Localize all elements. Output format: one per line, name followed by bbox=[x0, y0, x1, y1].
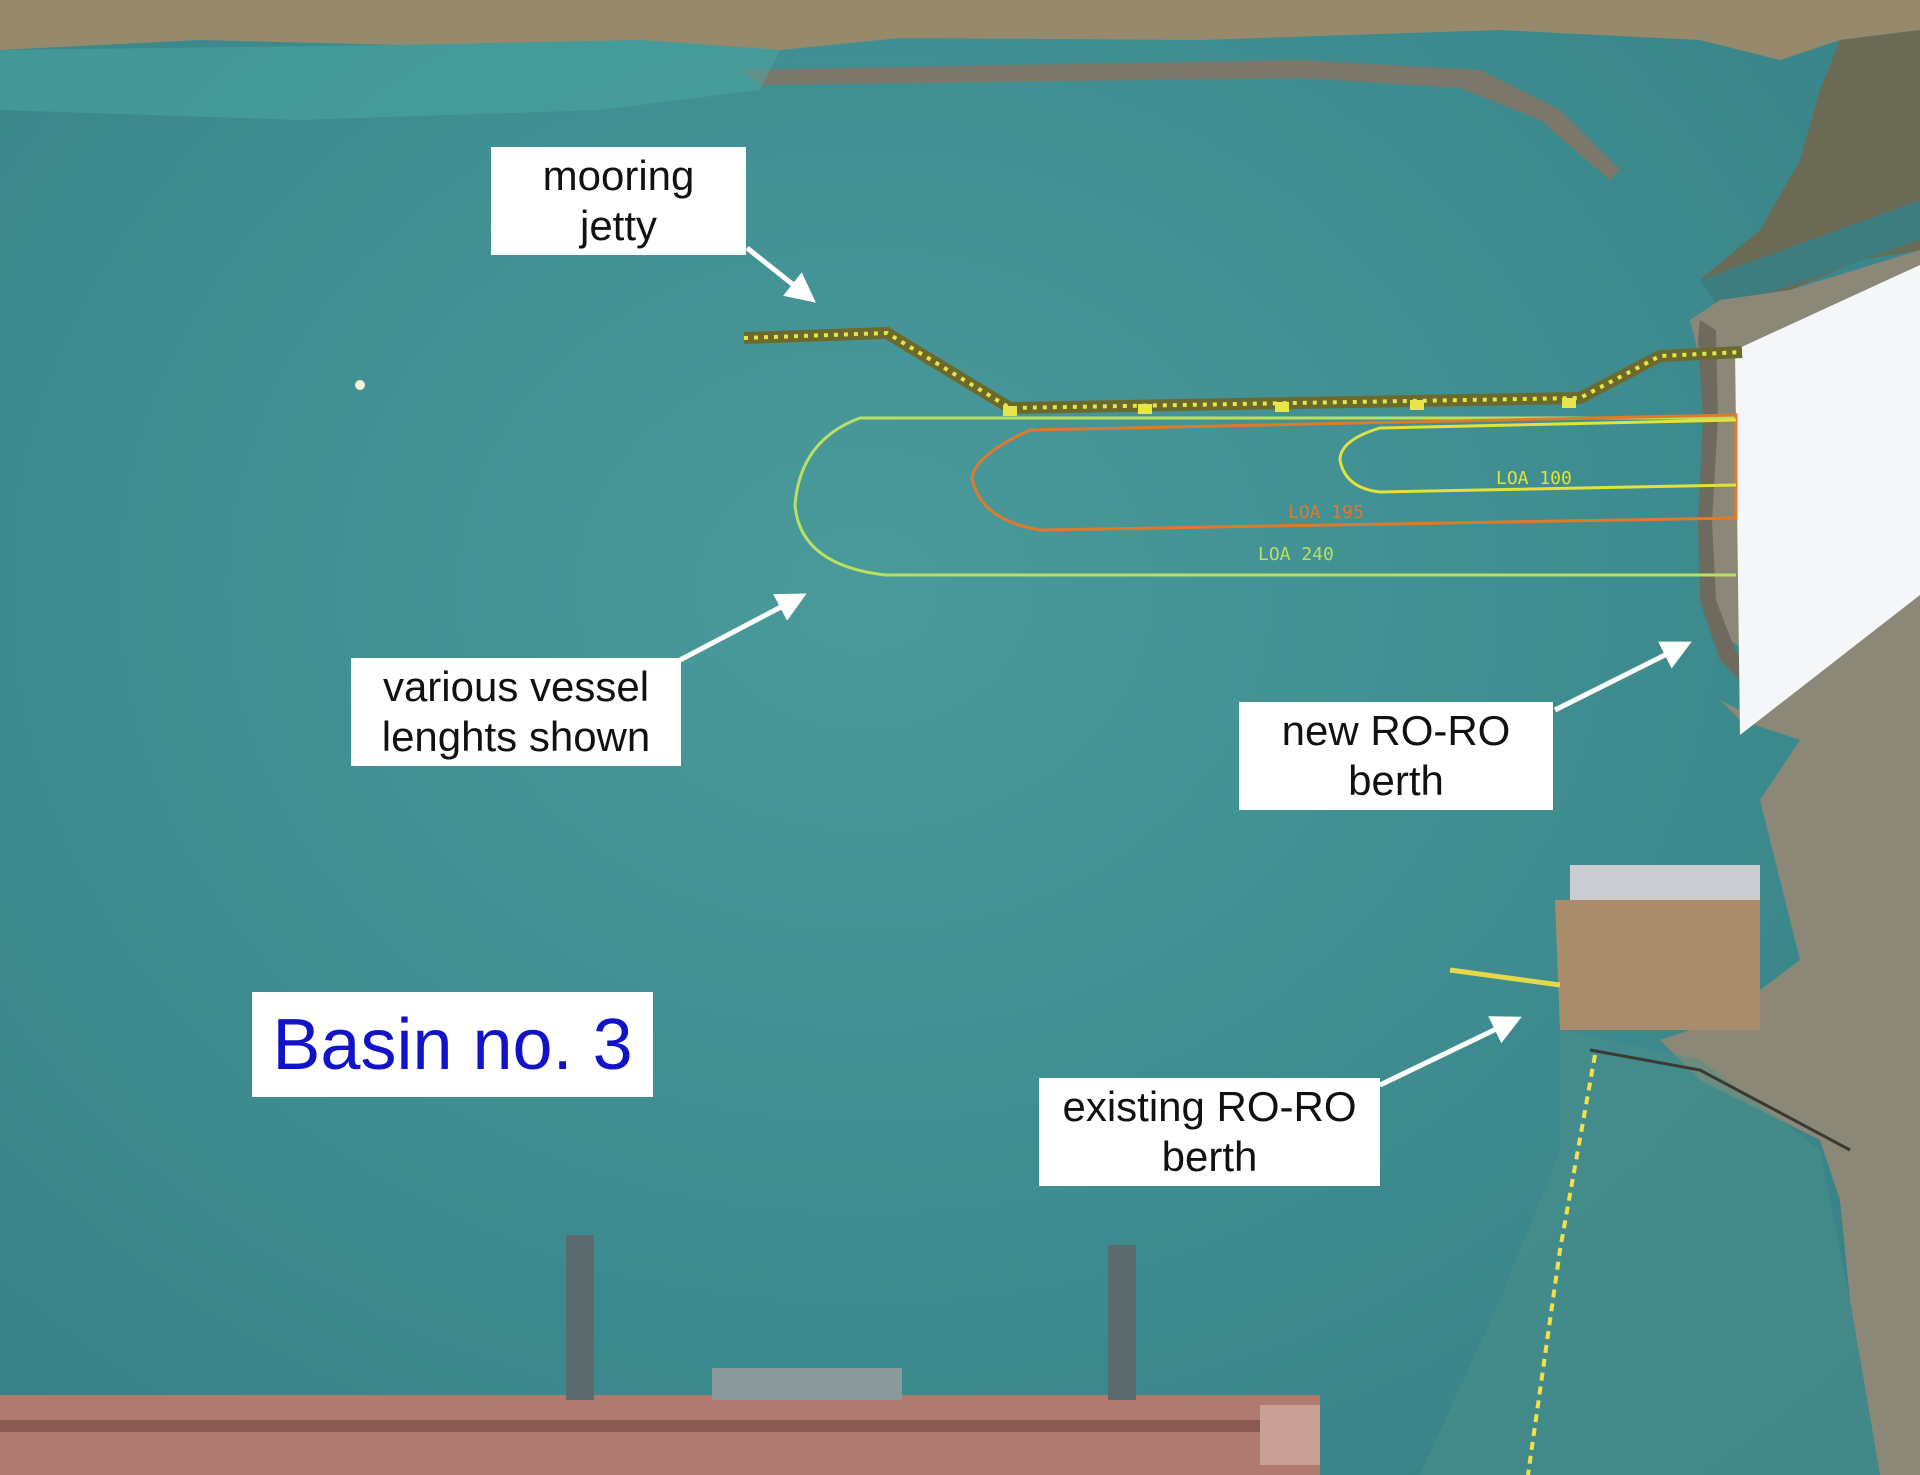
existing-roro-vessel bbox=[1570, 865, 1760, 900]
north-breakwater bbox=[740, 60, 1620, 180]
label-vessel-lengths: various vessel lenghts shown bbox=[351, 658, 681, 766]
south-quay-building bbox=[1260, 1405, 1320, 1465]
moored-ship-south bbox=[712, 1368, 902, 1400]
label-mooring-jetty: mooring jetty bbox=[491, 147, 746, 255]
arrow-mooring-jetty bbox=[745, 246, 816, 303]
mooring-jetty-dots bbox=[743, 330, 1743, 411]
label-mooring-jetty-text: mooring jetty bbox=[542, 152, 695, 249]
southeast-shallows bbox=[1420, 1030, 1880, 1475]
vessel-label-loa-240: LOA 240 bbox=[1258, 544, 1334, 565]
south-pier-west bbox=[566, 1235, 594, 1400]
mooring-jetty-outline bbox=[743, 326, 1743, 415]
south-quay bbox=[0, 1395, 1320, 1475]
south-quay-road bbox=[0, 1420, 1320, 1432]
new-roro-terminal-area bbox=[1735, 265, 1920, 735]
basin-label-text: Basin no. 3 bbox=[272, 1004, 633, 1085]
label-new-roro-berth-text: new RO-RO berth bbox=[1281, 707, 1511, 804]
label-existing-roro-berth: existing RO-RO berth bbox=[1039, 1078, 1380, 1186]
basin-label: Basin no. 3 bbox=[252, 992, 653, 1097]
existing-roro-ramp bbox=[1449, 967, 1561, 988]
northeast-channel bbox=[1700, 200, 1920, 310]
floating-boom bbox=[1526, 1054, 1597, 1475]
label-vessel-lengths-text: various vessel lenghts shown bbox=[381, 663, 651, 760]
vessel-label-loa-100: LOA 100 bbox=[1496, 468, 1572, 489]
label-existing-roro-berth-text: existing RO-RO berth bbox=[1062, 1083, 1357, 1180]
mooring-dolphins bbox=[1003, 398, 1576, 416]
vessel-outline-loa-240 bbox=[793, 416, 1736, 577]
arrow-vessel-lengths bbox=[678, 593, 807, 663]
north-shoreline bbox=[0, 0, 1920, 60]
vessel-label-loa-195: LOA 195 bbox=[1288, 502, 1364, 523]
vessel-outline-loa-100 bbox=[1338, 418, 1737, 494]
shallow-water-north bbox=[0, 40, 780, 120]
arrow-existing-roro bbox=[1378, 1016, 1522, 1088]
buoy bbox=[355, 380, 365, 390]
south-pier-east bbox=[1108, 1245, 1136, 1400]
existing-roro-quay bbox=[1555, 900, 1760, 1030]
arrow-new-roro bbox=[1553, 641, 1692, 713]
east-boom-line bbox=[1589, 1048, 1851, 1152]
label-new-roro-berth: new RO-RO berth bbox=[1239, 702, 1553, 810]
vessel-outline-loa-195 bbox=[970, 413, 1738, 532]
